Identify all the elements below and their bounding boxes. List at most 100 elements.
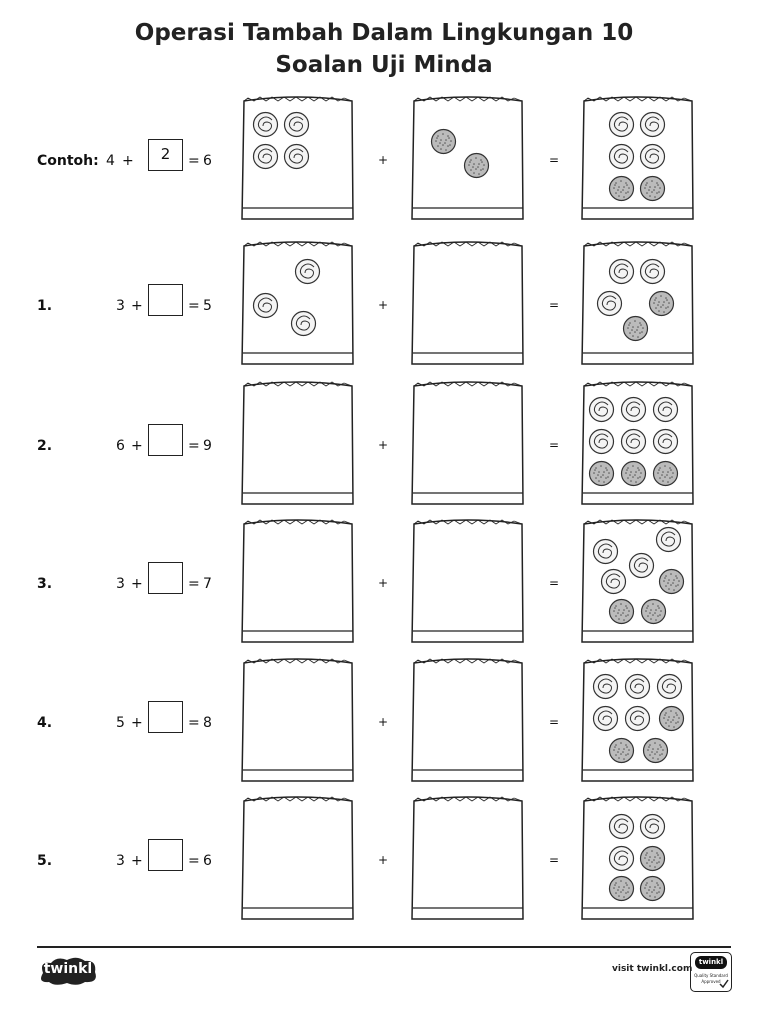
swirl-counter-icon	[624, 673, 651, 700]
swirl-counter-icon	[252, 292, 279, 319]
dotted-counter	[658, 568, 685, 595]
bag-plus-sign: +	[378, 853, 389, 867]
bag-b[interactable]	[410, 518, 528, 644]
paper-bag-icon	[241, 658, 354, 782]
swirl-counter-icon	[608, 845, 635, 872]
swirl-counter-icon	[620, 396, 647, 423]
dotted-counter	[608, 737, 635, 764]
dotted-counter	[622, 315, 649, 342]
swirl-counter-icon	[283, 111, 310, 138]
sum-value: 5	[203, 298, 212, 314]
swirl-counter	[290, 310, 317, 337]
dotted-counter-icon	[640, 598, 667, 625]
swirl-counter	[639, 111, 666, 138]
equals-sign: =	[188, 576, 200, 592]
bag-a	[240, 240, 358, 366]
row-label: 1.	[37, 298, 53, 314]
paper-bag-icon	[411, 796, 524, 920]
row-label: 3.	[37, 576, 53, 592]
row-label: 5.	[37, 853, 53, 869]
sum-value: 8	[203, 715, 212, 731]
swirl-counter	[656, 673, 683, 700]
paper-bag-icon	[411, 241, 524, 365]
plus-sign: +	[122, 153, 134, 169]
bag-b[interactable]	[410, 657, 528, 783]
dotted-counter	[620, 460, 647, 487]
swirl-counter-icon	[652, 396, 679, 423]
swirl-counter	[620, 396, 647, 423]
equals-sign: =	[188, 298, 200, 314]
swirl-counter	[628, 552, 655, 579]
answer-box[interactable]	[148, 424, 183, 456]
bag-a[interactable]	[240, 518, 358, 644]
badge-line-1: Quality Standard	[694, 973, 728, 978]
swirl-counter-icon	[624, 705, 651, 732]
plus-sign: +	[131, 853, 143, 869]
bag-c	[580, 380, 698, 506]
bag-a[interactable]	[240, 795, 358, 921]
visit-link-text[interactable]: visit twinkl.com	[612, 964, 693, 974]
dotted-counter-icon	[430, 128, 457, 155]
dotted-counter	[463, 152, 490, 179]
bag-a[interactable]	[240, 380, 358, 506]
swirl-counter	[608, 143, 635, 170]
bag-equals-sign: =	[549, 438, 560, 452]
badge-name: twinkl	[695, 956, 727, 969]
swirl-counter-icon	[596, 290, 623, 317]
dotted-counter	[640, 598, 667, 625]
answer-box[interactable]	[148, 562, 183, 594]
swirl-counter-icon	[652, 428, 679, 455]
swirl-counter	[652, 396, 679, 423]
swirl-counter	[252, 111, 279, 138]
swirl-counter	[252, 292, 279, 319]
swirl-counter-icon	[639, 813, 666, 840]
swirl-counter-icon	[252, 111, 279, 138]
swirl-counter	[588, 428, 615, 455]
bag-b[interactable]	[410, 380, 528, 506]
bag-c	[580, 795, 698, 921]
bag-b[interactable]	[410, 95, 528, 221]
swirl-counter	[608, 813, 635, 840]
answer-box[interactable]	[148, 701, 183, 733]
bag-a[interactable]	[240, 657, 358, 783]
dotted-counter-icon	[639, 175, 666, 202]
answer-box[interactable]: 2	[148, 139, 183, 171]
row-label: 2.	[37, 438, 53, 454]
swirl-counter-icon	[608, 143, 635, 170]
addend-a: 3	[116, 853, 125, 869]
swirl-counter-icon	[628, 552, 655, 579]
bag-plus-sign: +	[378, 153, 389, 167]
swirl-counter	[283, 143, 310, 170]
dotted-counter-icon	[620, 460, 647, 487]
answer-box[interactable]	[148, 284, 183, 316]
answer-box[interactable]	[148, 839, 183, 871]
swirl-counter-icon	[252, 143, 279, 170]
swirl-counter	[608, 845, 635, 872]
problem-row: 1.3+=5+=	[0, 240, 768, 370]
equals-sign: =	[188, 853, 200, 869]
swirl-counter	[624, 673, 651, 700]
dotted-counter-icon	[622, 315, 649, 342]
equals-sign: =	[188, 438, 200, 454]
bag-plus-sign: +	[378, 298, 389, 312]
swirl-counter-icon	[592, 705, 619, 732]
swirl-counter	[652, 428, 679, 455]
dotted-counter-icon	[588, 460, 615, 487]
swirl-counter	[592, 673, 619, 700]
swirl-counter	[624, 705, 651, 732]
swirl-counter-icon	[639, 143, 666, 170]
dotted-counter	[652, 460, 679, 487]
worksheet-subtitle: Soalan Uji Minda	[275, 52, 493, 78]
sum-value: 6	[203, 853, 212, 869]
swirl-counter-icon	[608, 258, 635, 285]
bag-b[interactable]	[410, 240, 528, 366]
sum-value: 6	[203, 153, 212, 169]
addend-a: 6	[116, 438, 125, 454]
footer-divider	[37, 946, 731, 948]
swirl-counter-icon	[655, 526, 682, 553]
swirl-counter-icon	[656, 673, 683, 700]
bag-plus-sign: +	[378, 715, 389, 729]
bag-b[interactable]	[410, 795, 528, 921]
equals-sign: =	[188, 715, 200, 731]
checkmark-icon	[719, 979, 729, 989]
